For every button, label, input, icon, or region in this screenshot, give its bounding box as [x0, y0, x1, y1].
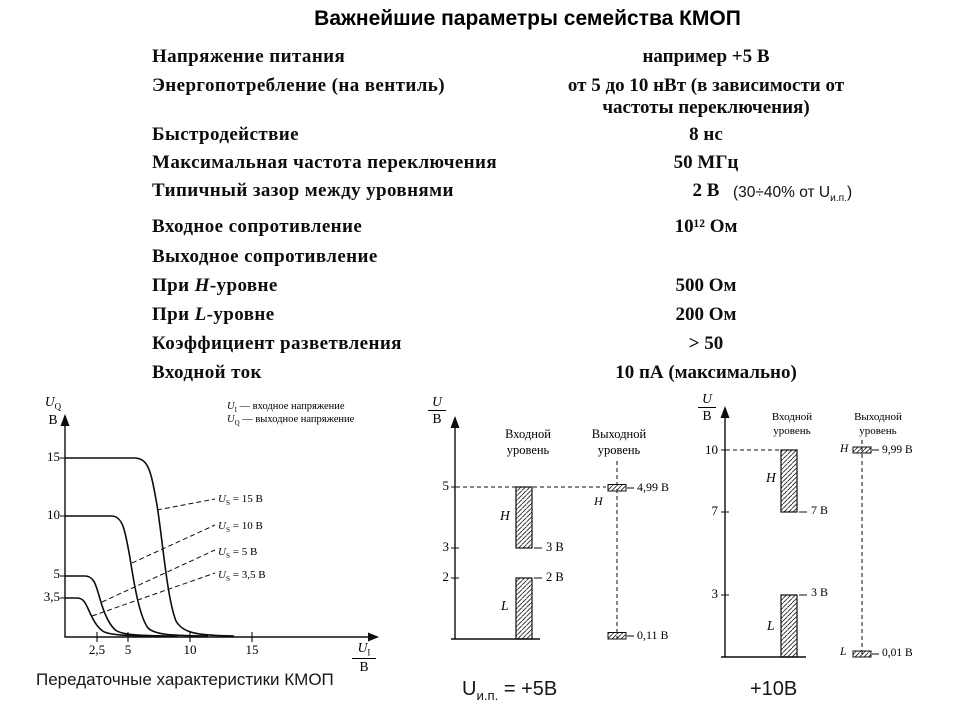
- param-label: Коэффициент разветвления: [152, 333, 402, 354]
- level5-input-h-bar: [515, 486, 533, 549]
- y-tick-label: 10: [47, 507, 60, 522]
- x-tick-label: 2,5: [88, 642, 106, 657]
- param-row: Напряжение питания например +5 В: [152, 46, 858, 68]
- param-value: от 5 до 10 нВт (в зависимости от частоты…: [567, 75, 845, 118]
- param-value: 10 пА (максимально): [615, 362, 797, 383]
- transfer-y-axis-label: UQ В: [44, 394, 62, 427]
- caption-supply-10v: +10В: [750, 678, 798, 700]
- y-tick-label: 5: [442, 478, 450, 493]
- transfer-curves: [65, 457, 235, 637]
- param-label: Быстродействие: [152, 124, 299, 145]
- level10-axis-label: U В: [698, 391, 716, 423]
- y-tick-label: 3: [442, 539, 450, 554]
- y-tick-label: 2: [442, 569, 450, 584]
- param-row: Входной ток 10 пА (максимально): [152, 362, 858, 384]
- level-value-label: 7 В: [811, 503, 829, 517]
- level5-input-l-bar: [515, 577, 533, 640]
- output-l-value: 0,11 В: [637, 628, 669, 642]
- level10-dashed-lines: [726, 440, 863, 657]
- page-title: Важнейшие параметры семейства КМОП: [314, 7, 741, 30]
- param-row: Быстродействие 8 нс: [152, 124, 858, 146]
- y-tick-label: 7: [711, 503, 719, 518]
- level-value-label: 2 В: [546, 570, 564, 584]
- param-value: 50 МГц: [673, 152, 739, 173]
- y-tick-label: 10: [705, 442, 718, 457]
- output-l-value: 0,01 В: [882, 647, 913, 659]
- curve-label: US = 3,5 В: [218, 569, 266, 584]
- output-l-letter: L: [840, 646, 847, 658]
- param-row: Типичный зазор между уровнями 2 В: [152, 180, 858, 202]
- level5-label-ticks: [534, 487, 634, 637]
- level10-output-h-mark: [852, 446, 872, 454]
- param-label: Напряжение питания: [152, 46, 346, 67]
- output-h-letter: H: [594, 494, 603, 508]
- param-value: 200 Ом: [675, 304, 737, 325]
- caption-transfer: Передаточные характеристики КМОП: [36, 670, 334, 689]
- legend-entry-output: UQ — выходное напряжение: [227, 414, 355, 428]
- caption-supply-5v: Uи.п. = +5В: [462, 678, 558, 703]
- l-level-letter: L: [501, 598, 509, 613]
- param-row: Максимальная частота переключения 50 МГц: [152, 152, 858, 174]
- param-row: Входное сопротивление 10¹² Ом: [152, 216, 858, 238]
- curve-leader-lines: [91, 498, 216, 617]
- param-row: Энергопотребление (на вентиль) от 5 до 1…: [152, 75, 858, 118]
- param-row: Коэффициент разветвления > 50: [152, 333, 858, 355]
- level10-axis-arrow: [720, 406, 730, 418]
- param-row: При L-уровне 200 Ом: [152, 304, 858, 326]
- h-level-letter: H: [500, 508, 510, 523]
- level-value-label: 3 В: [811, 585, 829, 599]
- legend-entry-input: UI — входное напряжение: [227, 401, 345, 415]
- level-value-label: 3 В: [546, 540, 564, 554]
- curve-label: US = 10 В: [218, 520, 263, 535]
- transfer-x-axis-label: UI В: [352, 640, 376, 674]
- param-value: 2 В: [692, 180, 720, 201]
- x-tick-label: 5: [124, 642, 132, 657]
- level10-input-l-bar: [780, 594, 798, 658]
- column-header-output: Выходной уровень: [854, 411, 902, 437]
- level10-input-h-bar: [780, 449, 798, 513]
- x-tick-label: 10: [183, 642, 197, 657]
- y-tick-label: 5: [53, 566, 61, 581]
- param-row: Выходное сопротивление: [152, 246, 858, 268]
- y-tick-label: 15: [47, 449, 60, 464]
- param-label: Максимальная частота переключения: [152, 152, 498, 173]
- column-header-output: Выходной уровень: [591, 427, 647, 457]
- curve-label: US = 15 В: [218, 493, 263, 508]
- level5-output-h-mark: [607, 484, 627, 492]
- level10-axes: [721, 408, 806, 658]
- param-label: При H-уровне: [152, 275, 278, 296]
- param-label: Входное сопротивление: [152, 216, 363, 237]
- level5-dashed-lines: [456, 461, 618, 639]
- y-tick-label: 3: [711, 586, 719, 601]
- y-tick-label: 3,5: [43, 589, 60, 604]
- level5-axis-arrow: [450, 416, 460, 428]
- output-h-value: 9,99 В: [882, 444, 913, 456]
- param-value: > 50: [688, 333, 724, 354]
- param-value: например +5 В: [642, 46, 770, 67]
- curve-label: US = 5 В: [218, 546, 258, 561]
- x-tick-label: 15: [245, 642, 259, 657]
- param-label: Типичный зазор между уровнями: [152, 180, 454, 201]
- param-value: 8 нс: [689, 124, 723, 145]
- column-header-input: Входной уровень: [505, 427, 551, 457]
- h-level-letter: H: [766, 470, 776, 485]
- param-note: (30÷40% от Uи.п.): [733, 184, 853, 205]
- param-value: 10¹² Ом: [674, 216, 738, 237]
- param-row: При H-уровне 500 Ом: [152, 275, 858, 297]
- param-label: Выходное сопротивление: [152, 246, 378, 267]
- column-header-input: Входной уровень: [771, 411, 813, 437]
- level5-output-l-mark: [607, 632, 627, 640]
- level10-label-ticks: [799, 449, 879, 655]
- params-table: Напряжение питания например +5 В Энергоп…: [152, 46, 858, 384]
- level5-axis-label: U В: [428, 394, 446, 426]
- param-label: Входной ток: [152, 362, 262, 383]
- param-value: 500 Ом: [675, 275, 737, 296]
- param-label: При L-уровне: [152, 304, 275, 325]
- l-level-letter: L: [767, 618, 775, 633]
- output-h-value: 4,99 В: [637, 480, 670, 494]
- param-label: Энергопотребление (на вентиль): [152, 75, 445, 96]
- level10-output-l-mark: [852, 650, 872, 658]
- output-h-letter: H: [840, 443, 849, 455]
